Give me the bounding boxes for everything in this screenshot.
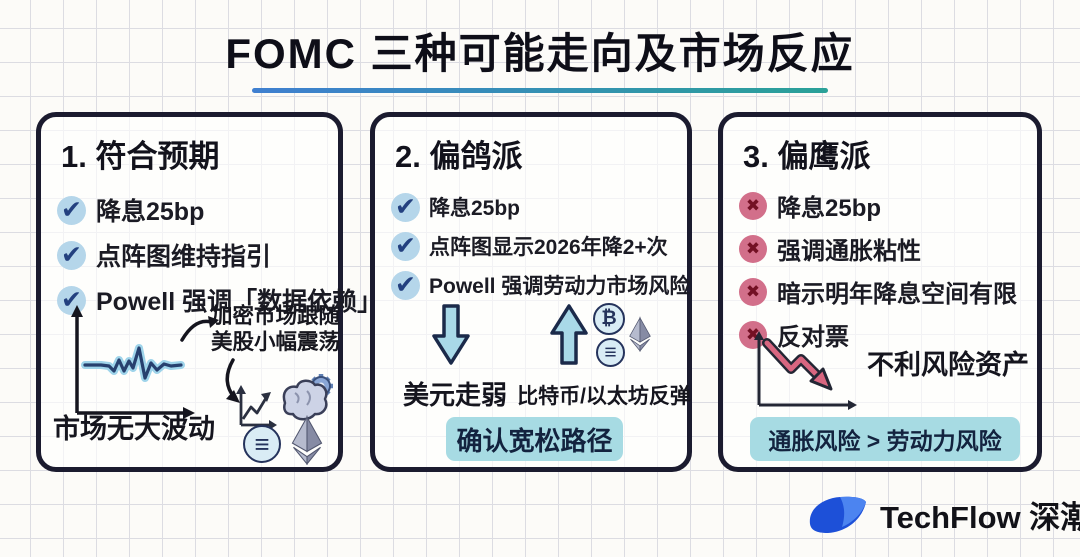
risk-assets-label: 不利风险资产 bbox=[867, 350, 1029, 380]
check-icon: ✔ bbox=[57, 195, 86, 225]
list-item: ✖ 强调通胀粘性 bbox=[739, 231, 1037, 266]
flat-market-chart-icon bbox=[71, 305, 195, 419]
dollar-weakens-label: 美元走弱 bbox=[402, 380, 507, 410]
list-item-label: 反对票 bbox=[777, 324, 849, 351]
card1-heading: 1. 符合预期 bbox=[61, 139, 220, 174]
check-icon: ✔ bbox=[391, 192, 420, 222]
list-item: ✖ 暗示明年降息空间有限 bbox=[739, 274, 1037, 309]
stacked-lines-coin-icon: ≡ bbox=[596, 338, 625, 367]
list-item-label: Powell 强调劳动力市场风险 bbox=[429, 275, 691, 298]
easing-path-pill: 确认宽松路径 bbox=[446, 417, 623, 461]
curved-arrow-icon bbox=[180, 316, 219, 342]
list-item: ✔ 降息25bp bbox=[57, 192, 338, 228]
downtrend-chart-icon bbox=[754, 331, 857, 410]
x-icon: ✖ bbox=[739, 277, 767, 306]
ethereum-icon bbox=[629, 316, 651, 352]
card2-heading: 2. 偏鸽派 bbox=[395, 139, 523, 174]
check-icon: ✔ bbox=[391, 231, 420, 261]
list-item-label: 点阵图显示2026年降2+次 bbox=[429, 236, 668, 259]
block-up-arrow-icon bbox=[550, 304, 588, 365]
card-meets-expectations: 1. 符合预期 ✔ 降息25bp ✔ 点阵图维持指引 ✔ Powell 强调「数… bbox=[36, 112, 382, 472]
list-item-label: 暗示明年降息空间有限 bbox=[777, 281, 1017, 308]
flat-market-caption: 市场无大波动 bbox=[53, 414, 215, 444]
title-block: FOMC 三种可能走向及市场反应 bbox=[0, 0, 1080, 93]
list-item-label: 强调通胀粘性 bbox=[777, 238, 921, 265]
mini-uptrend-chart-icon bbox=[236, 385, 277, 430]
list-item: ✔ 降息25bp bbox=[391, 192, 687, 222]
inflation-risk-pill: 通胀风险 > 劳动力风险 bbox=[750, 417, 1020, 461]
list-item-label: 降息25bp bbox=[777, 195, 882, 222]
card-dovish: 2. 偏鸽派 ✔ 降息25bp ✔ 点阵图显示2026年降2+次 ✔ Powel… bbox=[370, 112, 692, 472]
list-item-label: Powell 强调「数据依赖」 bbox=[96, 288, 383, 316]
title-underline bbox=[252, 88, 828, 93]
note-line-1: 加密市场跟随 bbox=[211, 304, 341, 328]
x-icon: ✖ bbox=[739, 234, 767, 263]
list-item-label: 降息25bp bbox=[429, 197, 521, 220]
check-icon: ✔ bbox=[391, 270, 420, 300]
card-hawkish: 3. 偏鹰派 ✖ 降息25bp ✖ 强调通胀粘性 ✖ 暗示明年降息空间有限 ✖ … bbox=[718, 112, 1042, 472]
techflow-leaf-icon bbox=[809, 496, 866, 533]
brand-footer: TechFlow 深潮 bbox=[806, 492, 1080, 537]
list-item: ✖ 降息25bp bbox=[739, 188, 1037, 223]
page-title: FOMC 三种可能走向及市场反应 bbox=[225, 30, 855, 77]
card1-list: ✔ 降息25bp ✔ 点阵图维持指引 ✔ Powell 强调「数据依赖」 bbox=[41, 192, 382, 318]
x-icon: ✖ bbox=[739, 191, 767, 220]
check-icon: ✔ bbox=[57, 240, 86, 270]
block-down-arrow-icon bbox=[432, 304, 470, 365]
card2-list: ✔ 降息25bp ✔ 点阵图显示2026年降2+次 ✔ Powell 强调劳动力… bbox=[375, 192, 691, 300]
stacked-lines-coin-icon: ≡ bbox=[243, 425, 281, 463]
btc-eth-rebound-label: 比特币/以太坊反弹 bbox=[517, 385, 691, 408]
note-line-2: 美股小幅震荡 bbox=[211, 330, 341, 354]
crypto-follows-note: 加密市场跟随 美股小幅震荡 bbox=[211, 303, 340, 355]
brand-name: TechFlow 深潮 bbox=[880, 500, 1080, 535]
bitcoin-icon: ₿ bbox=[593, 303, 625, 335]
list-item: ✔ 点阵图维持指引 bbox=[57, 237, 338, 273]
card3-heading: 3. 偏鹰派 bbox=[743, 139, 871, 174]
list-item: ✔ Powell 强调劳动力市场风险 bbox=[391, 270, 691, 300]
curved-down-arrow-icon bbox=[225, 358, 240, 403]
ethereum-icon bbox=[291, 415, 323, 465]
card3-list: ✖ 降息25bp ✖ 强调通胀粘性 ✖ 暗示明年降息空间有限 ✖ 反对票 bbox=[723, 188, 1037, 352]
list-item: ✔ 点阵图显示2026年降2+次 bbox=[391, 231, 687, 261]
list-item-label: 降息25bp bbox=[96, 198, 205, 226]
list-item-label: 点阵图维持指引 bbox=[96, 243, 272, 271]
ai-brain-gear-icon bbox=[282, 374, 333, 421]
